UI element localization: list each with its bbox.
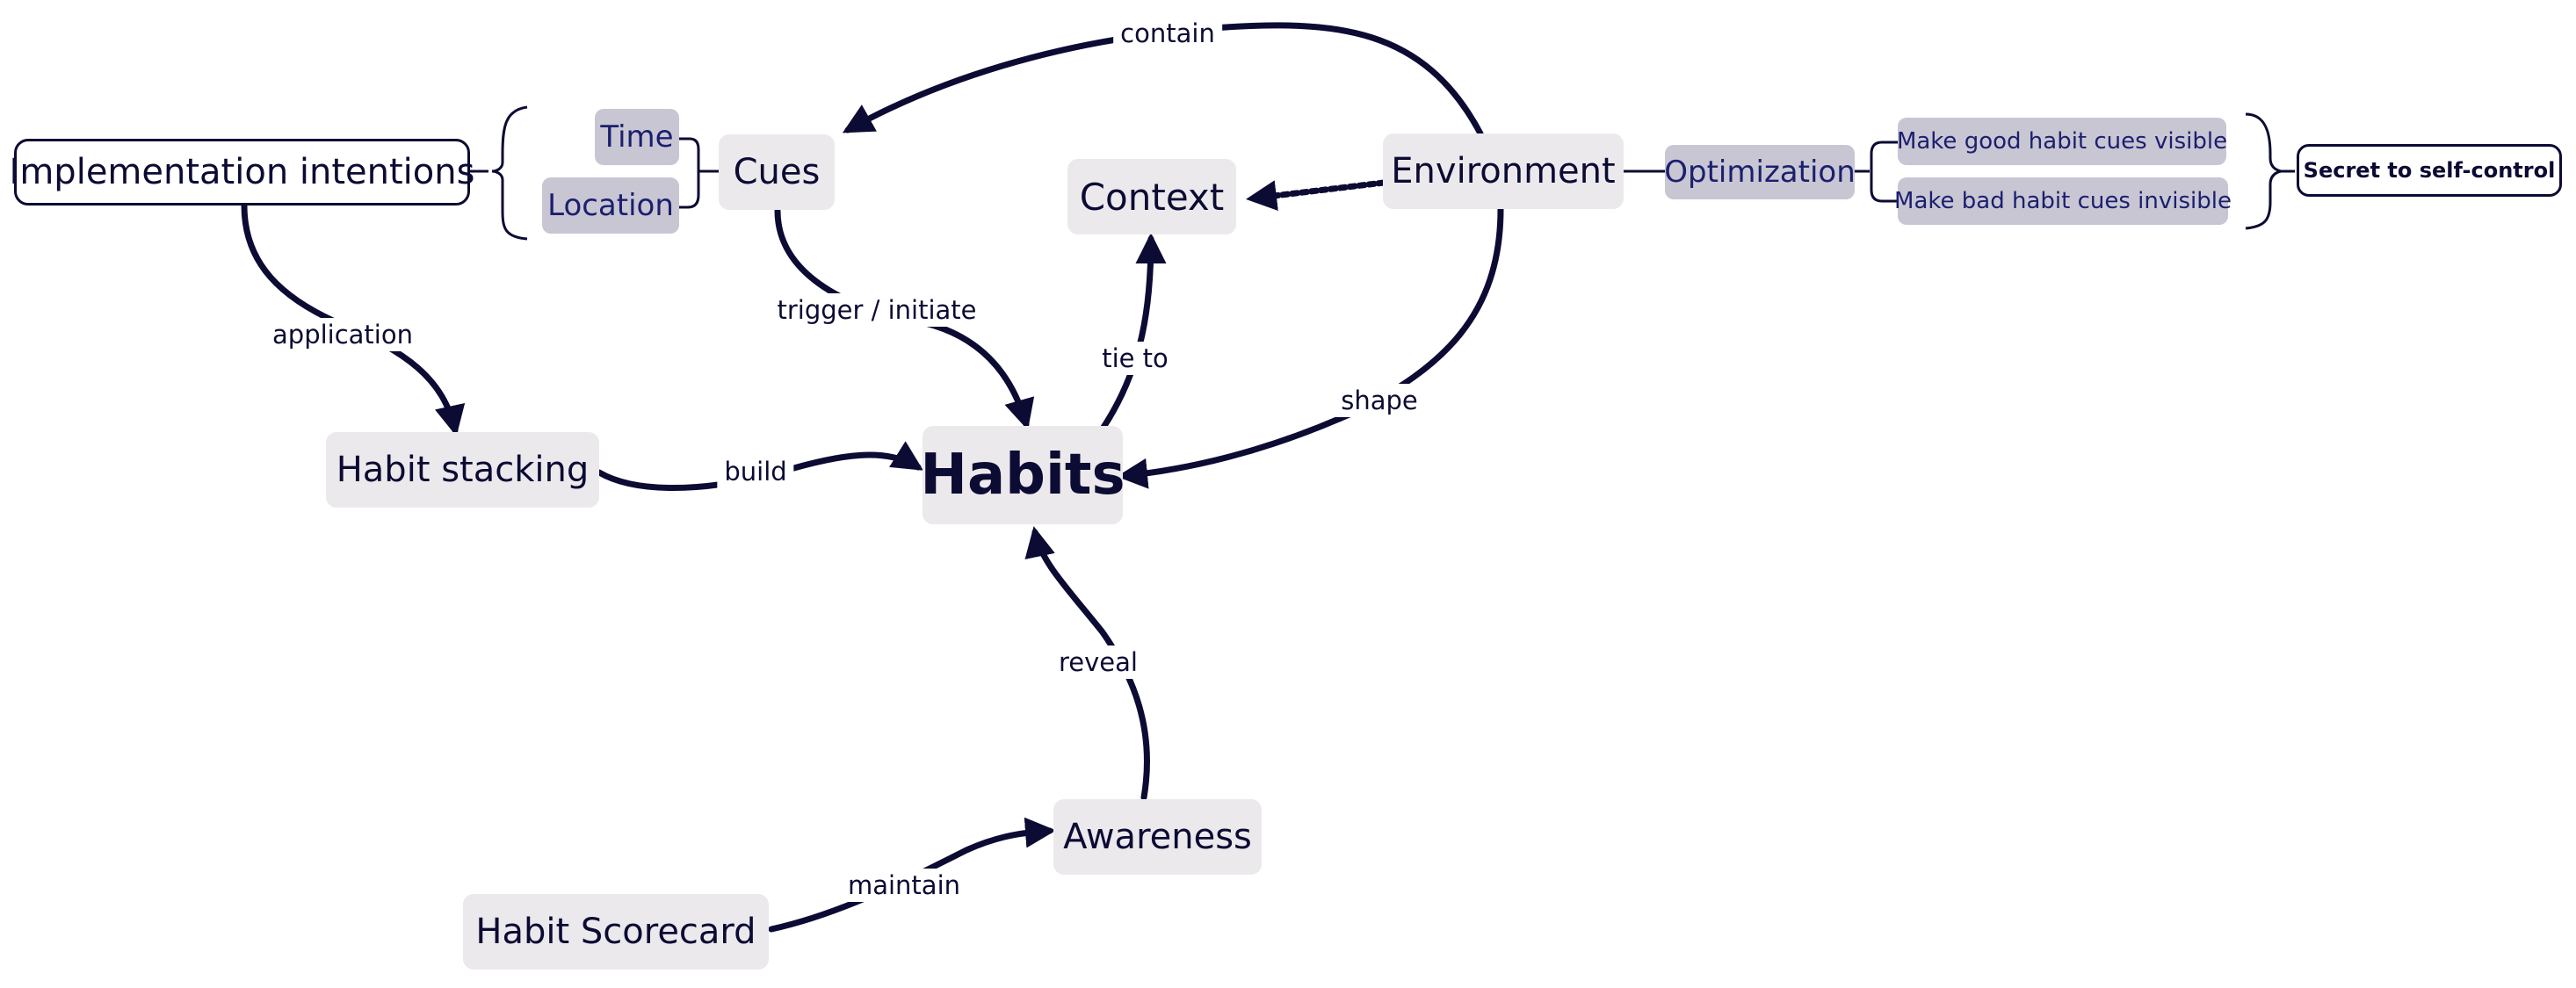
node-optimization[interactable]: Optimization	[1664, 145, 1856, 199]
node-habit-stacking[interactable]: Habit stacking	[326, 432, 599, 508]
node-time[interactable]: Time	[595, 109, 679, 165]
node-awareness[interactable]: Awareness	[1053, 799, 1262, 875]
node-label: Awareness	[1063, 817, 1252, 857]
node-implementation-intentions[interactable]: Implementation intentions	[10, 139, 474, 206]
edge-maintain	[768, 817, 1056, 933]
node-label: Make good habit cues visible	[1896, 128, 2228, 155]
edge-shape	[1117, 206, 1504, 489]
edge-label-application: application	[265, 318, 420, 351]
node-good-cues[interactable]: Make good habit cues visible	[1896, 118, 2228, 165]
node-label: Secret to self-control	[2303, 158, 2556, 183]
edge-environment-context	[1246, 179, 1387, 212]
node-location[interactable]: Location	[542, 177, 679, 234]
edge-label-build: build	[717, 455, 794, 488]
node-habits[interactable]: Habits	[920, 426, 1125, 524]
brace-right	[2245, 112, 2282, 230]
node-label: Habit Scorecard	[475, 912, 756, 952]
node-label: Make bad habit cues invisible	[1894, 188, 2232, 214]
node-environment[interactable]: Environment	[1383, 133, 1624, 209]
node-label: Location	[547, 188, 674, 223]
node-label: Optimization	[1664, 155, 1856, 190]
node-context[interactable]: Context	[1067, 159, 1236, 234]
node-bad-cues[interactable]: Make bad habit cues invisible	[1894, 177, 2232, 225]
node-label: Cues	[733, 152, 821, 192]
node-habit-scorecard[interactable]: Habit Scorecard	[463, 894, 769, 970]
edge-label-contain: contain	[1113, 17, 1222, 50]
node-label: Time	[600, 119, 674, 155]
node-secret-self-control[interactable]: Secret to self-control	[2297, 144, 2562, 197]
bracket-time-location	[679, 137, 719, 209]
edge-label-trigger: trigger / initiate	[770, 293, 984, 327]
edge-label-tie-to: tie to	[1095, 342, 1176, 375]
node-label: Context	[1079, 175, 1225, 219]
node-cues[interactable]: Cues	[719, 134, 835, 210]
node-label: Habits	[920, 443, 1125, 508]
edge-label-shape: shape	[1334, 384, 1425, 417]
node-label: Environment	[1391, 151, 1616, 191]
brace-left	[491, 105, 528, 241]
edge-label-maintain: maintain	[840, 869, 968, 902]
node-label: Habit stacking	[336, 450, 590, 490]
node-label: Implementation intentions	[9, 152, 475, 192]
edge-label-reveal: reveal	[1052, 645, 1145, 679]
bracket-optimization	[1855, 141, 1898, 203]
edge-tie-to	[1099, 233, 1167, 432]
edge-reveal	[1024, 526, 1150, 801]
